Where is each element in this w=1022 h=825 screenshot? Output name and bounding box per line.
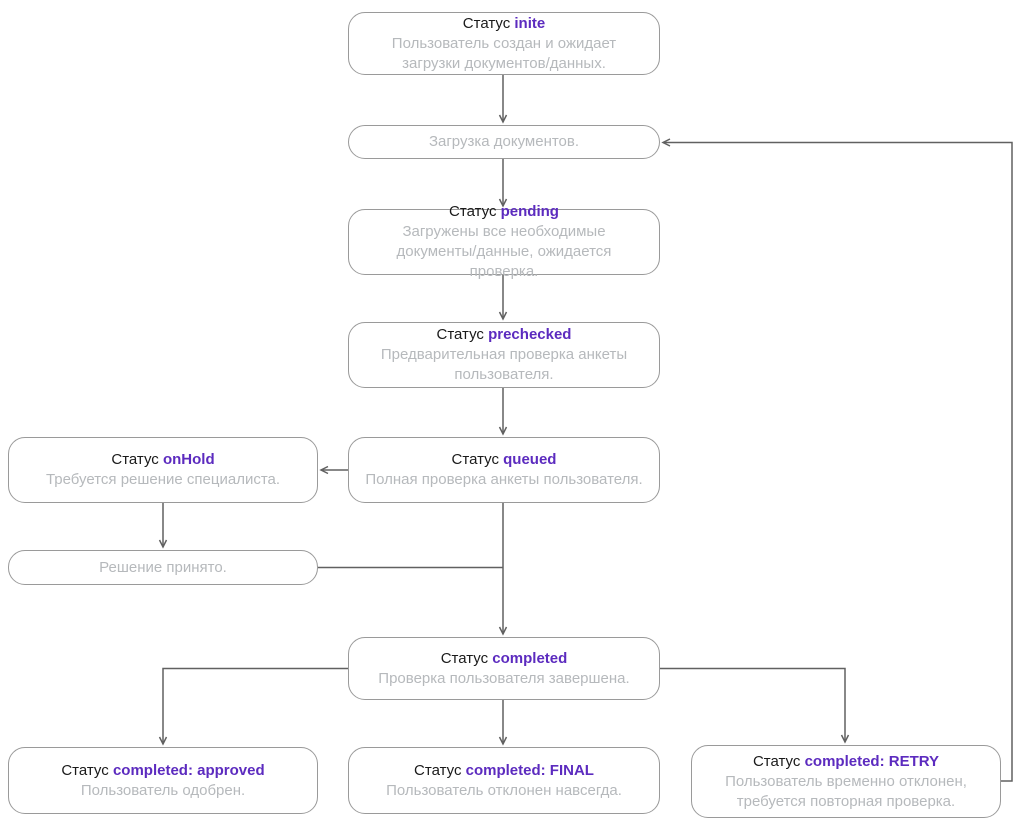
node-description: Предварительная проверка анкеты пользова… [380, 346, 628, 383]
node-status-completed: Статус completed Проверка пользователя з… [348, 637, 660, 700]
node-status-completed-retry: Статус completed: RETRY Пользователь вре… [691, 745, 1001, 818]
status-label: Статус [414, 761, 462, 779]
node-status-completed-final: Статус completed: FINAL Пользователь отк… [348, 747, 660, 814]
node-description: Загрузка документов. [428, 133, 580, 150]
status-keyword: inite [514, 14, 546, 32]
node-description: Пользователь временно отклонен, требуетс… [725, 772, 967, 810]
node-description: Проверка пользователя завершена. [378, 669, 630, 687]
node-title: Статус prechecked [437, 325, 572, 345]
node-title: Статус completed: FINAL [414, 761, 594, 781]
node-upload-documents: Загрузка документов. [348, 125, 660, 159]
node-title: Статус onHold [111, 450, 214, 470]
status-label: Статус [462, 14, 511, 32]
status-keyword: queued [503, 451, 557, 468]
node-status-pending: Статус pending Загружены все необходимые… [348, 203, 660, 280]
node-description: Пользователь отклонен навсегда. [386, 781, 622, 799]
node-status-completed-approved: Статус completed: approved Пользователь … [8, 747, 318, 814]
status-keyword: completed: RETRY [804, 752, 940, 770]
status-keyword: completed [492, 649, 568, 667]
node-status-prechecked: Статус prechecked Предварительная провер… [348, 322, 660, 388]
status-label: Статус [752, 752, 801, 770]
status-keyword: completed: FINAL [465, 761, 594, 779]
connector-completed-retry [660, 667, 850, 744]
status-keyword: prechecked [488, 326, 572, 343]
node-description: Пользователь создан и ожидает загрузки д… [391, 34, 617, 72]
node-description: Пользователь одобрен. [80, 781, 246, 799]
status-keyword: completed: approved [112, 761, 265, 779]
connector-completed-approved [158, 667, 348, 746]
node-status-inite: Статус inite Пользователь создан и ожида… [348, 12, 660, 75]
node-title: Статус pending [449, 202, 559, 222]
node-title: Статус inite [463, 14, 545, 34]
node-title: Статус completed: approved [61, 761, 264, 781]
status-keyword: pending [500, 203, 559, 220]
node-title: Статус queued [452, 450, 557, 470]
status-label: Статус [111, 451, 159, 468]
node-description: Решение принято. [99, 558, 227, 576]
node-description: Полная проверка анкеты пользователя. [365, 471, 643, 488]
node-status-onhold: Статус onHold Требуется решение специали… [8, 437, 318, 503]
node-description: Требуется решение специалиста. [45, 471, 281, 488]
status-label: Статус [61, 761, 109, 779]
node-title: Статус completed [441, 649, 568, 669]
connector-retry-upload-loop [661, 138, 1013, 782]
node-description: Загружены все необходимые документы/данн… [396, 223, 612, 280]
node-title: Статус completed: RETRY [753, 752, 939, 772]
node-decision-made: Решение принято. [8, 550, 318, 585]
status-label: Статус [449, 203, 497, 220]
status-label: Статус [436, 326, 484, 343]
status-label: Статус [451, 451, 499, 468]
node-status-queued: Статус queued Полная проверка анкеты пол… [348, 437, 660, 503]
status-label: Статус [440, 649, 489, 667]
status-keyword: onHold [162, 451, 215, 468]
